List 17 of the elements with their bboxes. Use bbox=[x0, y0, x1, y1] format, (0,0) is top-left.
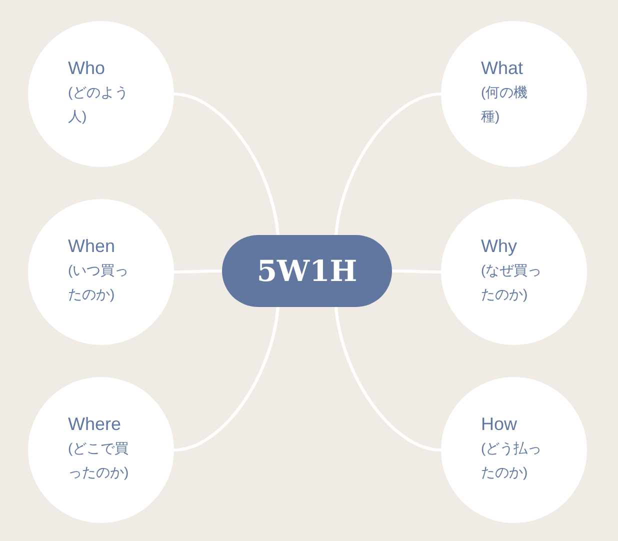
node-subtitle: (どこで買ったのか) bbox=[68, 439, 130, 482]
node-subtitle: (どう払ったのか) bbox=[481, 439, 543, 482]
node-title: What bbox=[481, 57, 524, 80]
hub-title: 5W1H bbox=[256, 254, 358, 288]
node-subtitle: (何の機種) bbox=[481, 83, 529, 126]
connector-line bbox=[174, 306, 280, 452]
connector-line bbox=[334, 92, 442, 236]
node-title: How bbox=[481, 413, 518, 436]
node-subtitle: (なぜ買ったのか) bbox=[481, 261, 543, 304]
connector-line bbox=[334, 306, 442, 452]
node-subtitle: (いつ買ったのか) bbox=[68, 261, 130, 304]
node-subtitle: (どのよう人) bbox=[68, 83, 130, 126]
connector-line bbox=[174, 92, 280, 236]
node-title: Who bbox=[68, 57, 106, 80]
node-title: Why bbox=[481, 235, 517, 258]
node-title: Where bbox=[68, 413, 122, 436]
node-title: When bbox=[68, 235, 116, 258]
